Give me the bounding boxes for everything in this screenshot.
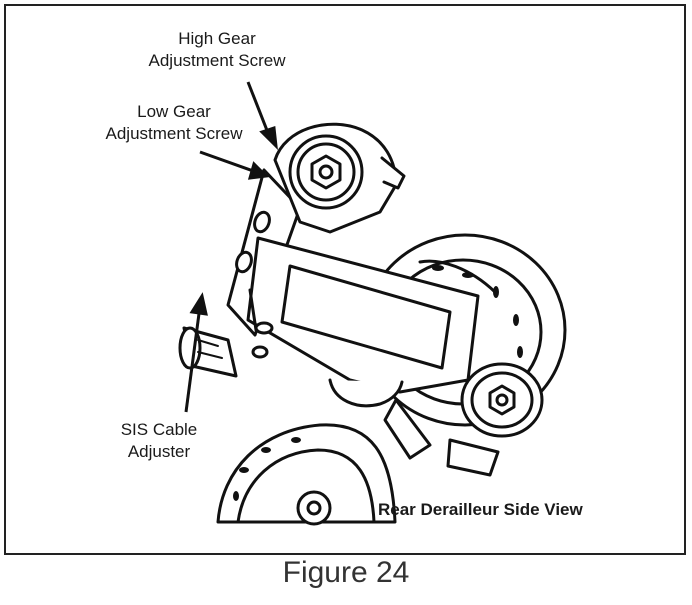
main-body	[246, 236, 480, 394]
label-high-gear-line1: High Gear	[178, 29, 256, 48]
label-sis-line2: Adjuster	[127, 442, 191, 461]
cage-pivot-bolt	[460, 362, 544, 438]
lower-pulley	[216, 423, 397, 526]
sis-cable-adjuster	[178, 326, 238, 378]
label-sis-line1: SIS Cable	[120, 420, 198, 439]
label-view-title: Rear Derailleur Side View	[378, 500, 583, 519]
label-sis-cable-adjuster: SIS Cable Adjuster	[104, 419, 214, 463]
label-low-gear-line2: Adjustment Screw	[105, 124, 243, 143]
figure-caption: Figure 24	[282, 556, 410, 589]
label-low-gear-adjustment-screw: Low Gear Adjustment Screw	[84, 101, 264, 145]
upper-pivot-housing	[273, 122, 406, 234]
label-high-gear-adjustment-screw: High Gear Adjustment Screw	[122, 28, 312, 72]
cage-tab	[446, 438, 500, 477]
label-high-gear-line2: Adjustment Screw	[148, 51, 286, 70]
pivot-knuckle	[328, 378, 404, 408]
label-low-gear-line1: Low Gear	[137, 102, 211, 121]
leader-arrows	[184, 81, 278, 413]
